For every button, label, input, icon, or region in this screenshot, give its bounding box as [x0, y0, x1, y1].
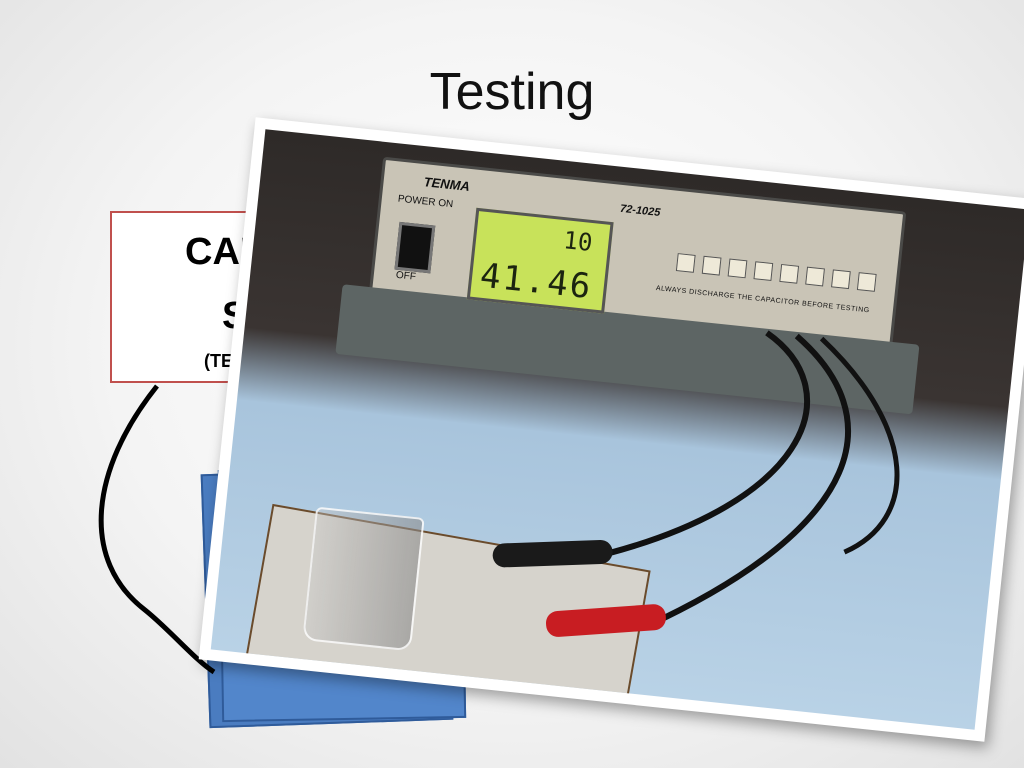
slide-title: Testing	[429, 63, 595, 121]
test-cables	[581, 330, 900, 630]
black-alligator-clip	[492, 539, 614, 568]
photo-content: TENMA 72-1025 POWER ON OFF 10 41.46 ALWA…	[210, 129, 1024, 730]
screw-beaker	[302, 506, 425, 652]
box-line-3: (TE	[204, 351, 233, 371]
lcr-meter-photo: TENMA 72-1025 POWER ON OFF 10 41.46 ALWA…	[198, 117, 1024, 742]
